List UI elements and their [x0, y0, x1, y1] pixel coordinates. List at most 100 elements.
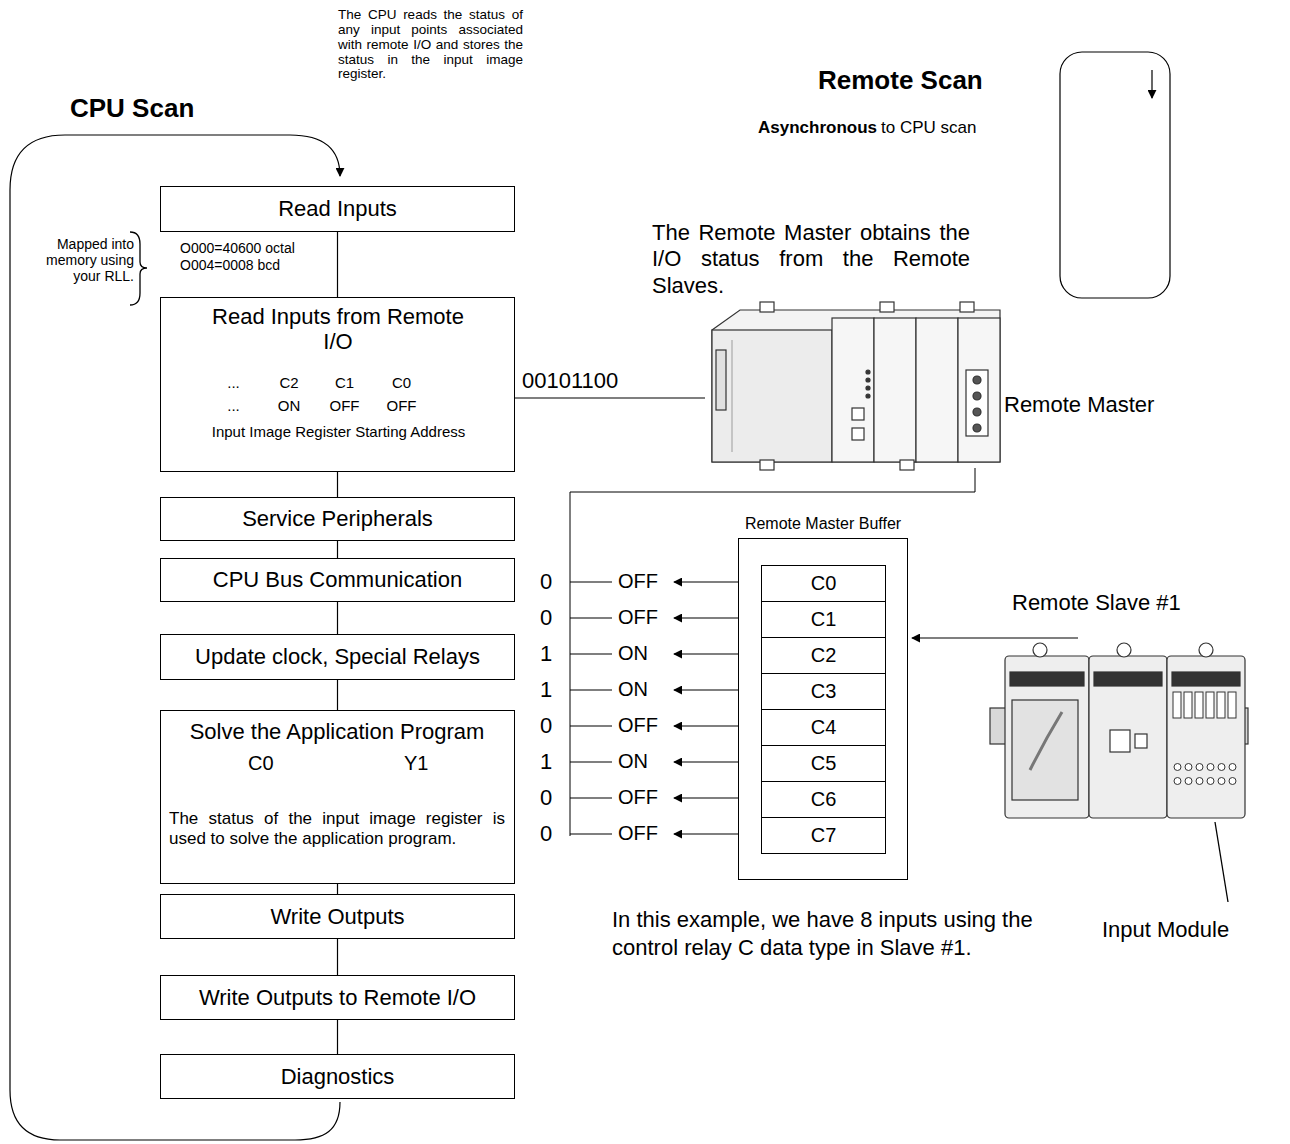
text-label: OFF — [618, 786, 658, 809]
scan-connector — [337, 602, 338, 634]
text-label: to CPU scan — [881, 118, 976, 138]
text-label: C0 — [248, 752, 274, 775]
text-label: Y1 — [404, 752, 428, 775]
bit-dash — [570, 797, 612, 798]
bit-dash — [570, 689, 612, 690]
master-wire — [570, 468, 975, 836]
buffer-cell: C5 — [761, 745, 886, 782]
box-label: C4 — [811, 716, 837, 739]
scan-connector — [337, 680, 338, 710]
buffer-cell: C3 — [761, 673, 886, 710]
box-label: C0 — [811, 572, 837, 595]
scan-step-box: Write Outputs — [160, 894, 515, 939]
text-label: ON — [263, 397, 315, 414]
box-label: C1 — [811, 608, 837, 631]
text-label: ON — [618, 678, 648, 701]
box-label: Read Inputs — [278, 196, 397, 221]
text-label: OFF — [618, 606, 658, 629]
box-label: C6 — [811, 788, 837, 811]
box-label: C7 — [811, 824, 837, 847]
text-label: OFF — [618, 570, 658, 593]
box-label: CPU Bus Communication — [213, 567, 462, 592]
buffer-cell: C2 — [761, 637, 886, 674]
text-label: CPU Scan — [70, 94, 194, 124]
text-label: 0 — [540, 785, 552, 810]
text-label: O004=0008 bcd — [180, 257, 280, 273]
text-label: Remote Slave #1 — [1012, 590, 1181, 615]
scan-step-box: Solve the Application ProgramThe status … — [160, 710, 515, 884]
bit-dash — [570, 653, 612, 654]
text-label: 0 — [540, 821, 552, 846]
text-label: OFF — [374, 397, 429, 414]
box-note: The status of the input image register i… — [169, 809, 505, 849]
text-label: Asynchronous — [758, 118, 877, 138]
scan-step-box: Service Peripherals — [160, 497, 515, 541]
bit-dash — [570, 617, 612, 618]
bit-dash — [570, 725, 612, 726]
text-label: 0 — [540, 713, 552, 738]
box-note: Input Image Register Starting Address — [201, 424, 476, 441]
text-label: 0 — [540, 569, 552, 594]
scan-connector — [337, 884, 338, 894]
text-label: ON — [618, 642, 648, 665]
text-label: Mapped into memory using your RLL. — [16, 236, 134, 284]
box-label: Write Outputs — [270, 904, 404, 929]
box-label: Solve the Application Program — [167, 719, 507, 744]
text-label: O000=40600 octal — [180, 240, 295, 256]
box-label: Diagnostics — [281, 1064, 395, 1089]
scan-step-box: Write Outputs to Remote I/O — [160, 975, 515, 1020]
box-label: Service Peripherals — [242, 506, 433, 531]
buffer-cell: C6 — [761, 781, 886, 818]
text-label: ON — [618, 750, 648, 773]
text-label: C0 — [374, 374, 429, 391]
text-label: 1 — [540, 749, 552, 774]
scan-connector — [337, 541, 338, 558]
box-label: C3 — [811, 680, 837, 703]
text-label: 0 — [540, 605, 552, 630]
text-label: 1 — [540, 641, 552, 666]
text-label: In this example, we have 8 inputs using … — [612, 906, 1057, 961]
text-label: OFF — [618, 714, 658, 737]
slave-arrow — [912, 637, 1078, 638]
box-label: C2 — [811, 644, 837, 667]
buffer-cell: C0 — [761, 565, 886, 602]
text-label: OFF — [317, 397, 372, 414]
buffer-cell: C4 — [761, 709, 886, 746]
loop-arrow — [1151, 70, 1152, 98]
bit-dash — [570, 761, 612, 762]
scan-step-box: CPU Bus Communication — [160, 558, 515, 602]
scan-connector — [337, 939, 338, 975]
remote-slave-modules — [990, 643, 1248, 902]
bit-dash — [570, 833, 612, 834]
text-label: The Remote Master obtains the I/O status… — [652, 220, 970, 299]
text-label: C2 — [263, 374, 315, 391]
text-label: 1 — [540, 677, 552, 702]
box-label: C5 — [811, 752, 837, 775]
text-label: C1 — [317, 374, 372, 391]
text-label: ... — [206, 397, 261, 414]
text-label: Remote Scan — [818, 66, 983, 96]
scan-connector — [337, 232, 338, 297]
scan-step-box: Diagnostics — [160, 1054, 515, 1099]
scan-connector — [337, 472, 338, 497]
remote-master-plc — [712, 302, 1000, 470]
box-label: Read Inputs from Remote I/O — [208, 304, 468, 355]
text-label: 00101100 — [522, 368, 618, 393]
scan-step-box: Read Inputs — [160, 186, 515, 232]
buffer-cell: C7 — [761, 817, 886, 854]
bit-dash — [570, 581, 612, 582]
text-label: OFF — [618, 822, 658, 845]
scan-connector — [337, 1020, 338, 1054]
box-label: Update clock, Special Relays — [195, 644, 480, 669]
box-label: Remote Master Buffer — [699, 515, 947, 533]
text-label: The CPU reads the status of any input po… — [338, 8, 523, 82]
buffer-wires — [570, 582, 758, 834]
remote-scan-loop — [1060, 52, 1170, 298]
box-label: Write Outputs to Remote I/O — [199, 985, 476, 1010]
buffer-box: Remote Master BufferC0C1C2C3C4C5C6C7 — [738, 538, 908, 880]
text-label: Input Module — [1102, 917, 1229, 942]
scan-step-box: Update clock, Special Relays — [160, 634, 515, 680]
text-label: Remote Master — [1004, 392, 1154, 417]
text-label: ... — [206, 374, 261, 391]
